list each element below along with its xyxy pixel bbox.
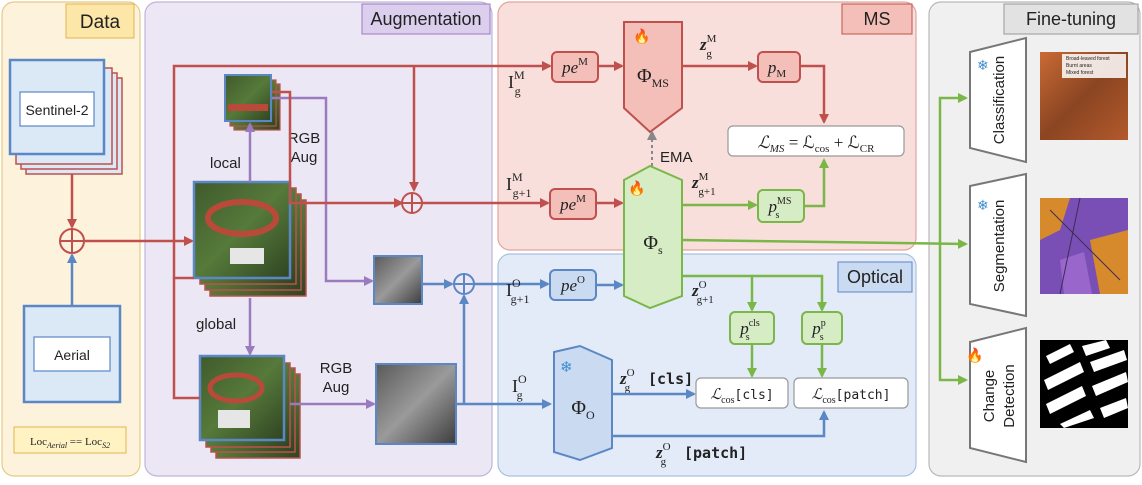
classification-label: Classification	[991, 56, 1008, 144]
phi-s-to-segmentation-arrow	[681, 238, 968, 249]
optical-mix-op	[453, 273, 475, 295]
finetuning-panel-title: Fine-tuning	[1026, 9, 1116, 29]
local-crop-stack	[224, 74, 281, 131]
phi-s-to-change-arrow	[938, 244, 968, 385]
patch-token-label: [patch]	[684, 444, 747, 462]
classification-legend	[1062, 54, 1126, 78]
svg-text:Mixed forest: Mixed forest	[1066, 70, 1094, 76]
ms-mix-op	[401, 192, 423, 214]
global-ms-path-lower	[172, 278, 200, 400]
loss-patch-box: ℒcos[patch]	[793, 377, 909, 409]
augmentation-panel-title: Augmentation	[370, 9, 481, 29]
svg-text:pM: pM	[767, 58, 787, 80]
phi-s-encoder: Φs	[623, 164, 683, 310]
local-ms-path	[272, 90, 404, 208]
segmentation-head: Segmentation	[969, 172, 1027, 318]
local-label: local	[210, 155, 241, 172]
ms-panel-title: MS	[864, 9, 891, 29]
svg-text:ℒcos[cls]: ℒcos[cls]	[710, 387, 773, 406]
rgb-aug-bottom-1: RGB	[320, 360, 353, 377]
change-detection-head: Change Detection	[969, 326, 1027, 464]
svg-text:peM: peM	[559, 193, 586, 214]
svg-text:peO: peO	[560, 274, 585, 295]
pe-o: peO	[549, 269, 597, 301]
snowflake-icon-optical: ❄	[560, 359, 573, 376]
p-m-head: pM	[757, 51, 801, 83]
phi-o-encoder: ΦO	[553, 344, 613, 462]
ms-panel: MS	[497, 1, 917, 251]
svg-text:ℒMS = ℒcos + ℒCR: ℒMS = ℒcos + ℒCR	[758, 133, 876, 155]
phi-s-to-classification-arrow	[938, 93, 968, 244]
segmentation-image	[1040, 197, 1128, 295]
svg-text:LocAerial == LocS2: LocAerial == LocS2	[30, 436, 110, 450]
global-rgb-aug-image	[375, 363, 457, 445]
change-detection-image	[1040, 340, 1128, 428]
phi-ms-encoder: ΦMS	[623, 21, 683, 134]
aerial-box: Aerial	[22, 304, 122, 404]
sentinel-stack: Sentinel-2	[8, 58, 123, 175]
local-rgb-aug-image	[373, 255, 423, 305]
snowflake-icon-classification: ❄	[977, 57, 989, 73]
global-label: global	[196, 316, 236, 333]
pm-to-loss-arrow	[800, 64, 829, 124]
ps-ms-to-loss-arrow	[804, 158, 829, 208]
svg-text:ΦO: ΦO	[571, 397, 595, 422]
rgb-aug-top-1: RGB	[288, 130, 321, 147]
segmentation-label: Segmentation	[991, 200, 1008, 293]
merged-image-stack	[192, 180, 307, 297]
svg-text:pps: pps	[811, 318, 826, 343]
svg-text:Φs: Φs	[643, 232, 663, 257]
data-merge-op	[59, 228, 85, 254]
sentinel-label: Sentinel-2	[25, 102, 88, 118]
svg-text:peM: peM	[561, 56, 588, 77]
data-panel-title: Data	[80, 12, 121, 33]
flame-icon-shared: 🔥	[628, 180, 645, 197]
phi-o-to-loss-patch-arrow	[612, 410, 829, 438]
flame-icon-ms: 🔥	[633, 28, 650, 45]
classification-head: Classification	[969, 36, 1027, 164]
phi-s-to-ps-p-arrow	[752, 274, 827, 312]
loss-cls-box: ℒcos[cls]	[695, 377, 789, 409]
svg-text:Burnt areas: Burnt areas	[1066, 63, 1092, 69]
change-label-1: Change	[981, 370, 998, 423]
pe-m-top: peM	[551, 51, 599, 83]
svg-text:ℒcos[patch]: ℒcos[patch]	[812, 387, 891, 406]
global-ms-path	[172, 61, 552, 280]
local-rgb-aug-arrow	[272, 96, 374, 286]
aerial-label: Aerial	[54, 347, 90, 363]
ms-loss-box: ℒMS = ℒcos + ℒCR	[727, 125, 905, 157]
snowflake-icon-segmentation: ❄	[977, 197, 989, 213]
loc-equation: LocAerial == LocS2	[13, 426, 127, 454]
ema-label: EMA	[660, 149, 693, 166]
global-crop-stack	[198, 354, 301, 459]
pe-m-mid: peM	[549, 188, 597, 220]
change-label-2: Detection	[1001, 364, 1018, 427]
cls-token-label: [cls]	[648, 370, 693, 388]
rgb-aug-top-2: Aug	[291, 149, 318, 166]
svg-text:Broad-leaved forest: Broad-leaved forest	[1066, 56, 1110, 62]
optical-panel-title: Optical	[847, 267, 903, 287]
flame-icon-change: 🔥	[966, 347, 983, 364]
svg-text:ΦMS: ΦMS	[637, 65, 669, 90]
rgb-aug-bottom-2: Aug	[323, 379, 350, 396]
